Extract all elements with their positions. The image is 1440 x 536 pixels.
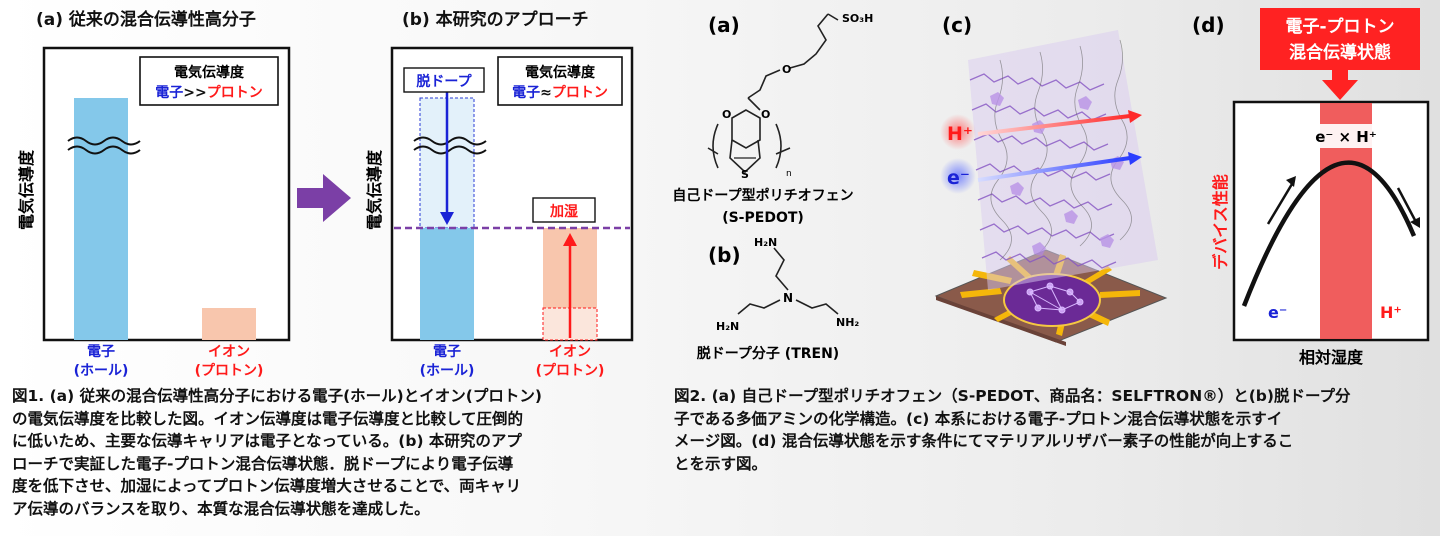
fig1-transition-arrow [297, 174, 351, 222]
fig1a-ylabel: 電気伝導度 [17, 149, 36, 230]
fig1-caption-line: に低いため、主要な伝導キャリアは電子となっている。(b) 本研究のアプ [12, 432, 522, 450]
fig1b-dedope-label: 脱ドープ [416, 73, 472, 90]
d-down-arrowhead [1410, 217, 1420, 228]
spedot-so3h: SO₃H [842, 12, 873, 25]
fig2-label-d: (d) [1192, 13, 1225, 37]
fig1b-legend-title: 電気伝導度 [525, 64, 596, 81]
fig2-figures: (a) SO₃H O O O S n 自己ドープ型ポリチオフェン (S-PEDO… [672, 8, 1430, 367]
fig2-label-c: (c) [942, 13, 972, 37]
fig1-caption-line: 図1. (a) 従来の混合伝導性高分子における電子(ホール)とイオン(プロトン) [12, 387, 542, 405]
tren-n: N [783, 291, 793, 305]
device-network [1003, 273, 1101, 327]
d-ylabel: デバイス性能 [1211, 174, 1230, 270]
fig1-caption-line: ア伝導のバランスを取り、本質な混合伝導状態を達成した。 [12, 499, 430, 518]
device-network-nodes [1026, 282, 1084, 314]
d-banner-2: 混合伝導状態 [1289, 42, 1391, 63]
spedot-o-top: O [782, 63, 791, 76]
fig1-charts: 電気伝導度 電子>>プロトン 電気伝導度 電子 (ホール) イオン (プロトン)… [17, 46, 634, 379]
fig1b-legend-ratio: 電子≈プロトン [512, 84, 608, 101]
spedot-name-2: (S-PEDOT) [722, 210, 804, 226]
fig1b-dedope-box [403, 67, 485, 93]
fig1a-xlabel-electron-2: (ホール) [74, 363, 129, 379]
fig1b-bar-electron [420, 228, 474, 340]
spedot-o-left: O [722, 108, 731, 121]
h-label: H⁺ [947, 123, 973, 145]
fig1a-legend-box [139, 56, 279, 106]
d-peak-box [1310, 124, 1382, 148]
fig2-label-a: (a) [708, 13, 740, 37]
e-arrow [977, 156, 1131, 182]
fig1b-legend-box [497, 56, 623, 106]
fig2-caption-line: メージ図。(d) 混合伝導状態を示す条件にてマテリアルリザバー素子の性能が向上す… [674, 432, 1294, 450]
fig1b-humid-label: 加湿 [549, 204, 578, 220]
spedot-structure [707, 13, 839, 174]
spedot-o-right: O [761, 108, 770, 121]
fig1a-legend-title: 電気伝導度 [174, 64, 245, 81]
d-xlabel: 相対湿度 [1299, 348, 1364, 367]
fig1b-xlabel-proton-2: (プロトン) [536, 363, 605, 379]
d-left-label: e⁻ [1268, 303, 1287, 322]
fig1-caption-line: 度を低下させ、加湿によってプロトン伝導度増大させることで、両キャリ [12, 477, 522, 495]
fig2-caption-line: 子である多価アミンの化学構造。(c) 本系における電子-プロトン混合伝導状態を示… [674, 409, 1283, 428]
fig1b-humid-box [532, 197, 596, 223]
polymer-film [968, 30, 1158, 290]
d-curve [1241, 160, 1417, 307]
d-banner [1260, 8, 1420, 70]
fig1b-xlabel-proton-1: イオン [549, 344, 591, 360]
d-up-arrow [1266, 183, 1294, 225]
fig1a-xlabel-electron-1: 電子 [87, 343, 115, 360]
d-banner-1: 電子-プロトン [1285, 16, 1394, 37]
fig2-caption: 図2. (a) 自己ドープ型ポリチオフェン（S-PEDOT、商品名：SELFTR… [674, 385, 1434, 475]
fig1b-xlabel-electron-2: (ホール) [420, 363, 475, 379]
tren-name: 脱ドープ分子 (TREN) [697, 345, 839, 362]
h-glow [940, 114, 976, 150]
d-right-label: H⁺ [1380, 303, 1402, 322]
fig1-caption: 図1. (a) 従来の混合伝導性高分子における電子(ホール)とイオン(プロトン)… [12, 385, 648, 520]
fig1a-bar-electron [74, 98, 128, 340]
h-arrowhead [1128, 110, 1142, 123]
device-substrate-edge [936, 296, 1066, 346]
d-banner-arrow [1322, 70, 1358, 100]
d-peak-label: e⁻ × H⁺ [1315, 128, 1377, 146]
fig1a-bar-proton [202, 308, 256, 340]
tren-nh2-left: H₂N [716, 320, 739, 333]
fig1b-xlabel-electron-1: 電子 [433, 343, 461, 360]
fig1a-legend-ratio: 電子>>プロトン [155, 84, 262, 101]
e-glow [940, 158, 976, 194]
h-arrow [977, 114, 1131, 136]
fig1a-xlabel-proton-1: イオン [208, 344, 250, 360]
fig1a-break-mark [67, 136, 141, 155]
fig1b-ylabel: 電気伝導度 [365, 149, 384, 230]
fig2-caption-line: とを示す図。 [674, 454, 768, 473]
fig1b-break-mark [413, 136, 487, 155]
d-up-arrowhead [1286, 176, 1296, 187]
fig2-caption-line: 図2. (a) 自己ドープ型ポリチオフェン（S-PEDOT、商品名：SELFTR… [674, 387, 1351, 405]
fig1-caption-line: ローチで実証した電子-プロトン混合伝導状態．脱ドープにより電子伝導 [12, 454, 514, 473]
spedot-s: S [741, 168, 749, 181]
fig1a-title: (a) 従来の混合伝導性高分子 [36, 10, 256, 30]
spedot-n-sub: n [786, 169, 792, 179]
e-arrowhead [1128, 152, 1142, 165]
tren-structure [737, 247, 839, 315]
tren-nh2-top: H₂N [754, 236, 777, 249]
e-label: e⁻ [947, 167, 970, 189]
fig1-caption-line: の電気伝導度を比較した図。イオン伝導度は電子伝導度と比較して圧倒的 [12, 409, 524, 428]
fig1b-dedope-arrowhead [440, 212, 454, 225]
tren-nh2-right: NH₂ [836, 316, 859, 329]
fig1a-xlabel-proton-2: (プロトン) [195, 363, 264, 379]
d-down-arrow [1396, 187, 1418, 223]
fig1b-title: (b) 本研究のアプローチ [402, 10, 589, 30]
fig2-label-b: (b) [708, 243, 741, 267]
fig1b-humid-arrowhead [563, 233, 577, 246]
spedot-name-1: 自己ドープ型ポリチオフェン [672, 187, 853, 204]
